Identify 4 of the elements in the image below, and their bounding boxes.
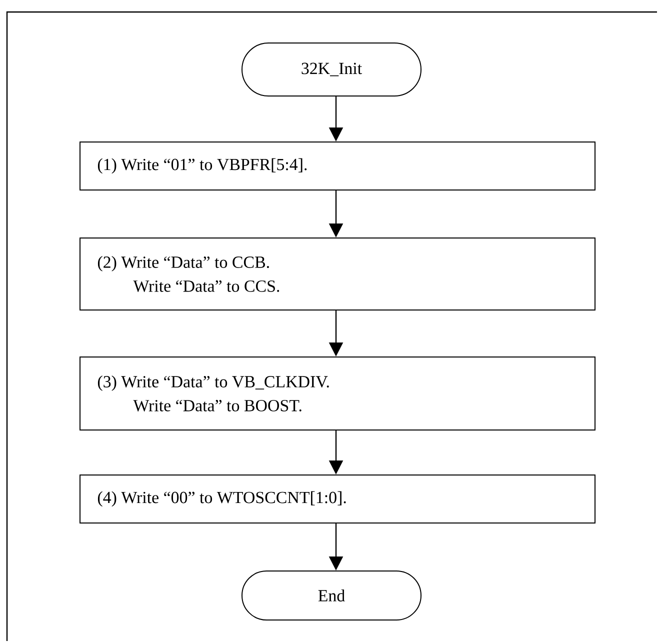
process-box: (4) Write “00” to WTOSCCNT[1:0]. (80, 474, 596, 524)
process-box: (1) Write “01” to VBPFR[5:4]. (80, 141, 596, 190)
process-box: (2) Write “Data” to CCB. Write “Data” to CCS. (80, 237, 596, 310)
process-box: (3) Write “Data” to VB_CLKDIV. Write “Data” to BOOST. (80, 356, 596, 430)
